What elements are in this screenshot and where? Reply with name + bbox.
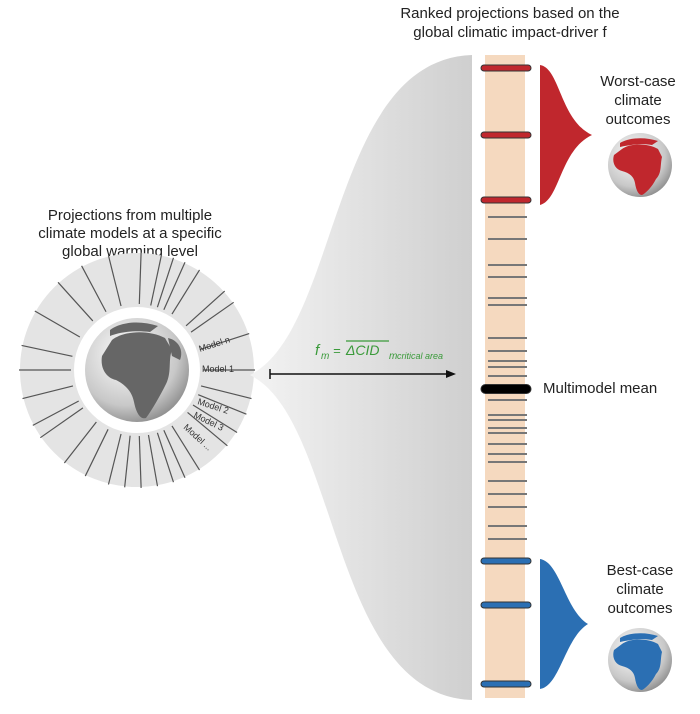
model-spoke bbox=[147, 434, 159, 487]
model-spoke bbox=[171, 269, 201, 315]
model-spoke bbox=[163, 430, 186, 479]
best-case-line-3: outcomes bbox=[607, 600, 672, 617]
model-spoke bbox=[171, 425, 201, 471]
equation-lhs-sub: m bbox=[321, 351, 329, 362]
best-case-line-1: Best-case bbox=[607, 562, 674, 579]
equation: f m = ΔCID m critical area bbox=[315, 340, 443, 362]
model-spoke bbox=[185, 290, 226, 327]
model-spoke bbox=[107, 255, 122, 307]
model-spoke bbox=[163, 261, 186, 310]
arrow bbox=[269, 369, 456, 379]
model-spoke bbox=[57, 281, 94, 322]
best-case-projection bbox=[480, 680, 532, 688]
model-spoke bbox=[63, 421, 97, 464]
equation-lhs: f bbox=[315, 342, 321, 359]
model-spoke bbox=[197, 394, 247, 415]
multimodel-mean-label: Multimodel mean bbox=[543, 380, 657, 397]
model-label-1: Model 1 bbox=[202, 364, 234, 374]
worst-case-projection bbox=[480, 64, 532, 72]
model-spoke bbox=[81, 265, 107, 313]
projection-fan bbox=[250, 55, 472, 700]
equation-rhs-sub: m bbox=[389, 351, 397, 362]
worst-case-line-2: climate bbox=[614, 92, 662, 109]
worst-case-projection bbox=[480, 196, 532, 204]
model-spoke bbox=[39, 407, 84, 439]
model-projection-spokes bbox=[19, 252, 255, 488]
model-wheel: Model n Model 1 Model 2 Model 3 Model ..… bbox=[19, 252, 255, 488]
model-spoke bbox=[138, 252, 142, 305]
model-spoke bbox=[156, 257, 175, 308]
multimodel-mean-line bbox=[480, 384, 532, 394]
left-title-line-1: Projections from multiple bbox=[48, 207, 212, 224]
equation-equals: = bbox=[333, 343, 341, 358]
model-spoke bbox=[187, 411, 228, 447]
globe-red bbox=[608, 133, 672, 197]
worst-case-line-1: Worst-case bbox=[600, 73, 676, 90]
model-spoke bbox=[138, 435, 142, 488]
model-spoke bbox=[34, 310, 81, 338]
model-spoke bbox=[150, 254, 163, 306]
left-title-line-2: climate models at a specific bbox=[38, 225, 222, 242]
best-case-line-2: climate bbox=[616, 581, 664, 598]
best-case-projection bbox=[480, 557, 532, 565]
best-case-projection bbox=[480, 601, 532, 609]
model-spoke bbox=[84, 429, 109, 477]
worst-case-distribution bbox=[540, 65, 592, 205]
equation-rhs: ΔCID bbox=[345, 342, 380, 358]
model-spoke bbox=[190, 301, 235, 333]
ranked-projections bbox=[480, 64, 532, 688]
model-spoke bbox=[21, 344, 73, 357]
model-spoke bbox=[192, 404, 238, 434]
model-spoke bbox=[32, 400, 80, 426]
worst-case-projection bbox=[480, 131, 532, 139]
globe-blue bbox=[608, 628, 672, 692]
model-spoke bbox=[199, 332, 250, 351]
model-spoke bbox=[200, 385, 252, 400]
model-spoke bbox=[156, 432, 175, 483]
top-title-line-2: global climatic impact-driver f bbox=[413, 24, 607, 41]
worst-case-line-3: outcomes bbox=[605, 111, 670, 128]
model-spoke bbox=[22, 385, 74, 400]
equation-rhs-sub2: critical area bbox=[397, 351, 443, 361]
best-case-distribution bbox=[540, 559, 588, 689]
model-spoke bbox=[124, 435, 131, 488]
model-spoke bbox=[107, 433, 122, 485]
top-title-line-1: Ranked projections based on the bbox=[400, 5, 619, 22]
globe-gray bbox=[85, 318, 189, 422]
left-title-line-3: global warming level bbox=[62, 243, 198, 260]
